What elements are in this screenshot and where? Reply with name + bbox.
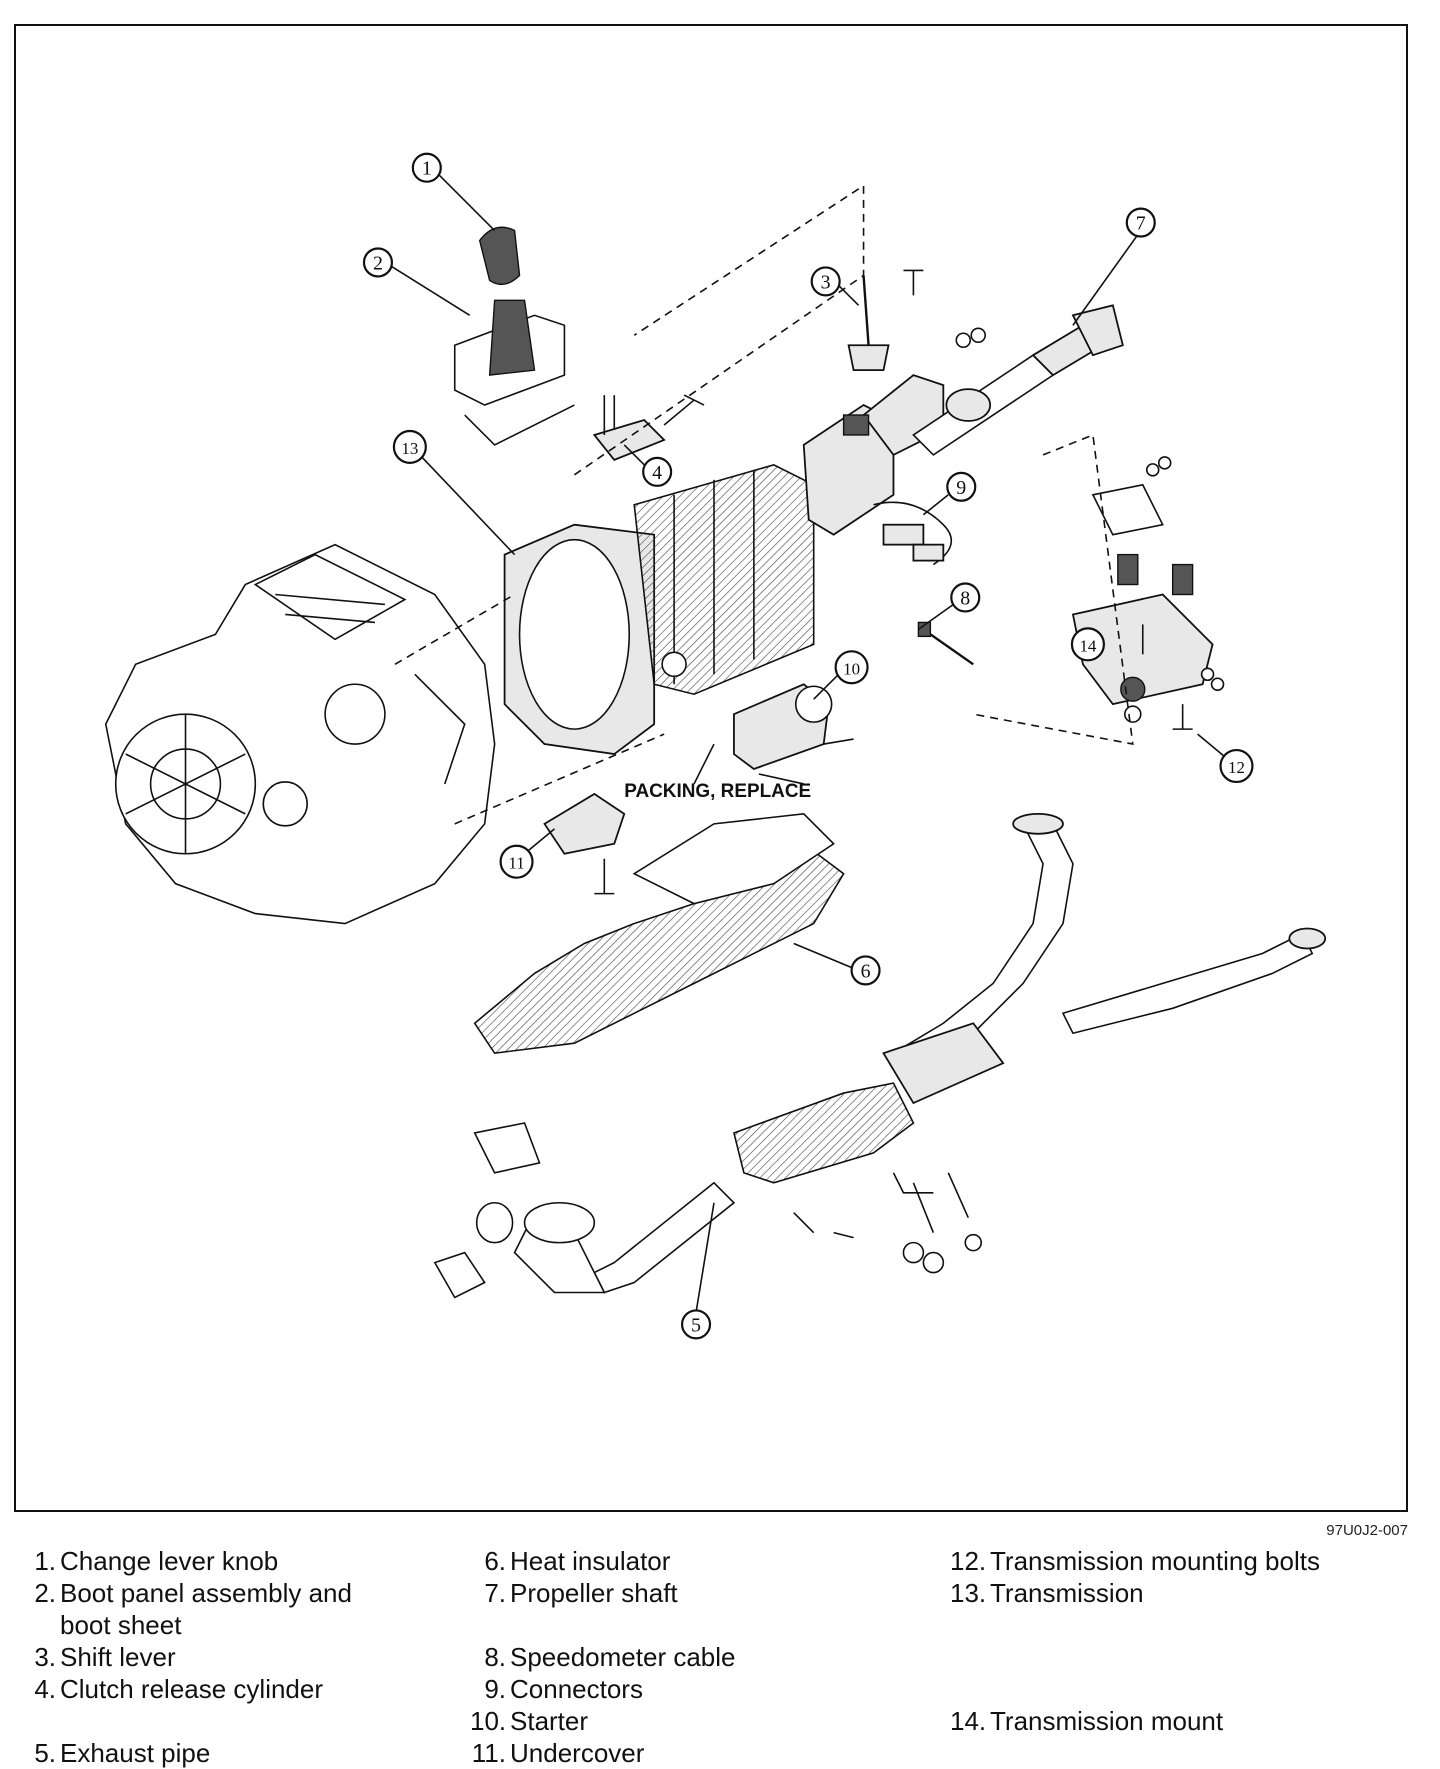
callout-6: 6 bbox=[850, 955, 881, 986]
transmission-mount bbox=[1071, 483, 1214, 723]
legend-item-14: 14.Transmission mount bbox=[950, 1706, 1224, 1736]
legend-item-6: 6.Heat insulator bbox=[484, 1546, 671, 1576]
legend-item-2: 2.Boot panel assembly and boot sheet bbox=[34, 1578, 352, 1640]
callout-7: 7 bbox=[1125, 207, 1156, 238]
legend-item-1: 1.Change lever knob bbox=[34, 1546, 279, 1576]
heat-insulator bbox=[473, 813, 845, 1055]
svg-text:12: 12 bbox=[1228, 758, 1245, 777]
legend-item-5: 5.Exhaust pipe bbox=[34, 1738, 211, 1768]
svg-text:10: 10 bbox=[843, 659, 860, 678]
callout-9: 9 bbox=[946, 471, 977, 502]
callout-13: 13 bbox=[392, 429, 427, 464]
exhaust-pipe bbox=[433, 812, 1327, 1299]
starter bbox=[733, 683, 854, 785]
svg-text:1: 1 bbox=[422, 158, 432, 180]
undercover bbox=[543, 792, 626, 895]
packing-replace-note: PACKING, REPLACE bbox=[624, 781, 811, 802]
exploded-diagram: 1 2 3 4 5 6 7 8 bbox=[104, 152, 1327, 1340]
svg-text:2: 2 bbox=[373, 252, 383, 274]
engine-block bbox=[104, 543, 496, 925]
svg-text:9: 9 bbox=[956, 477, 966, 499]
legend-item-4: 4.Clutch release cylinder bbox=[34, 1674, 324, 1704]
svg-text:11: 11 bbox=[508, 854, 524, 873]
callout-2: 2 bbox=[362, 247, 394, 278]
speedometer-cable bbox=[917, 621, 974, 666]
callout-1: 1 bbox=[411, 152, 442, 183]
callout-14: 14 bbox=[1070, 627, 1105, 662]
svg-text:6: 6 bbox=[861, 960, 871, 982]
legend-item-3: 3.Shift lever bbox=[34, 1642, 176, 1672]
connectors bbox=[873, 501, 953, 566]
legend-item-10: 10.Starter bbox=[470, 1706, 589, 1736]
legend-item-9: 9.Connectors bbox=[484, 1674, 643, 1704]
svg-text:7: 7 bbox=[1136, 213, 1146, 235]
svg-text:14: 14 bbox=[1079, 636, 1096, 655]
svg-text:3: 3 bbox=[821, 271, 831, 293]
legend-item-11: 11.Undercover bbox=[471, 1738, 645, 1768]
transmission bbox=[503, 374, 945, 755]
exploded-diagram-frame: 1 2 3 4 5 6 7 8 bbox=[14, 24, 1408, 1512]
svg-text:4: 4 bbox=[652, 462, 662, 484]
callout-4: 4 bbox=[642, 456, 673, 487]
svg-text:5: 5 bbox=[691, 1314, 701, 1336]
leader-lines bbox=[389, 170, 1229, 1313]
callout-11: 11 bbox=[499, 844, 534, 879]
propeller-shaft bbox=[912, 304, 1124, 456]
legend-item-8: 8.Speedometer cable bbox=[484, 1642, 736, 1672]
callout-10: 10 bbox=[834, 650, 869, 685]
shift-lever bbox=[847, 269, 924, 372]
callout-8: 8 bbox=[950, 582, 981, 613]
svg-text:8: 8 bbox=[960, 587, 970, 609]
legend-item-12: 12.Transmission mounting bolts bbox=[950, 1546, 1320, 1576]
figure-id: 97U0J2-007 bbox=[1326, 1522, 1408, 1539]
svg-text:13: 13 bbox=[401, 439, 418, 458]
boot-panel-assembly bbox=[453, 299, 575, 446]
legend-item-13: 13.Transmission bbox=[950, 1578, 1144, 1608]
change-lever-knob bbox=[478, 226, 521, 286]
legend-item-7: 7.Propeller shaft bbox=[484, 1578, 678, 1608]
transmission-mounting-bolts bbox=[1145, 456, 1225, 730]
callout-5: 5 bbox=[680, 1309, 712, 1340]
callout-3: 3 bbox=[810, 266, 841, 297]
callout-12: 12 bbox=[1219, 748, 1254, 784]
parts-legend: 1.Change lever knob 2.Boot panel assembl… bbox=[0, 1545, 1440, 1768]
